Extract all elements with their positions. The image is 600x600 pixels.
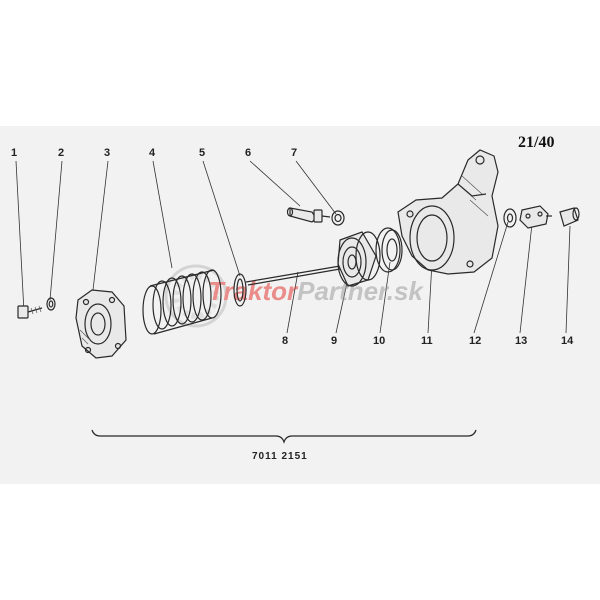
part-14-sleeve [559, 207, 580, 227]
part-6-pin [286, 207, 331, 223]
part-9-bearing [337, 231, 381, 287]
part-5-snap-ring [233, 273, 247, 307]
callout-13: 13 [515, 335, 527, 347]
callout-8: 8 [282, 335, 288, 347]
svg-text:TraktorPartner.sk: TraktorPartner.sk [208, 276, 424, 306]
part-1-bolt [17, 305, 43, 319]
watermark-gear-icon [164, 264, 228, 328]
callout-1: 1 [11, 147, 17, 159]
callout-7: 7 [291, 147, 297, 159]
part-3-flange-cover [75, 289, 127, 359]
callout-4: 4 [149, 147, 156, 159]
callout-3: 3 [104, 147, 110, 159]
part-8-shaft [245, 265, 341, 286]
callout-labels: 1 2 3 4 5 6 7 8 9 10 11 12 13 14 [11, 147, 574, 347]
part-11-housing [397, 149, 499, 275]
part-2-washer [46, 297, 56, 311]
watermark: TraktorPartner.sk [164, 264, 424, 328]
callout-6: 6 [245, 147, 251, 159]
part-4-spring [142, 269, 222, 335]
callout-2: 2 [58, 147, 64, 159]
watermark-text-suffix: .sk [387, 276, 425, 306]
callout-11: 11 [421, 335, 433, 347]
assembly-bracket [91, 429, 477, 444]
callout-14: 14 [561, 335, 574, 347]
callout-9: 9 [331, 335, 337, 347]
callout-5: 5 [199, 147, 205, 159]
assembly-number: 7011 2151 [252, 451, 308, 462]
part-13-fitting [519, 205, 552, 229]
part-10-seal [375, 227, 403, 273]
callout-10: 10 [373, 335, 385, 347]
callout-12: 12 [469, 335, 481, 347]
part-12-washer [503, 208, 517, 228]
part-7-ring [331, 210, 345, 226]
page-number: 21/40 [518, 134, 554, 151]
